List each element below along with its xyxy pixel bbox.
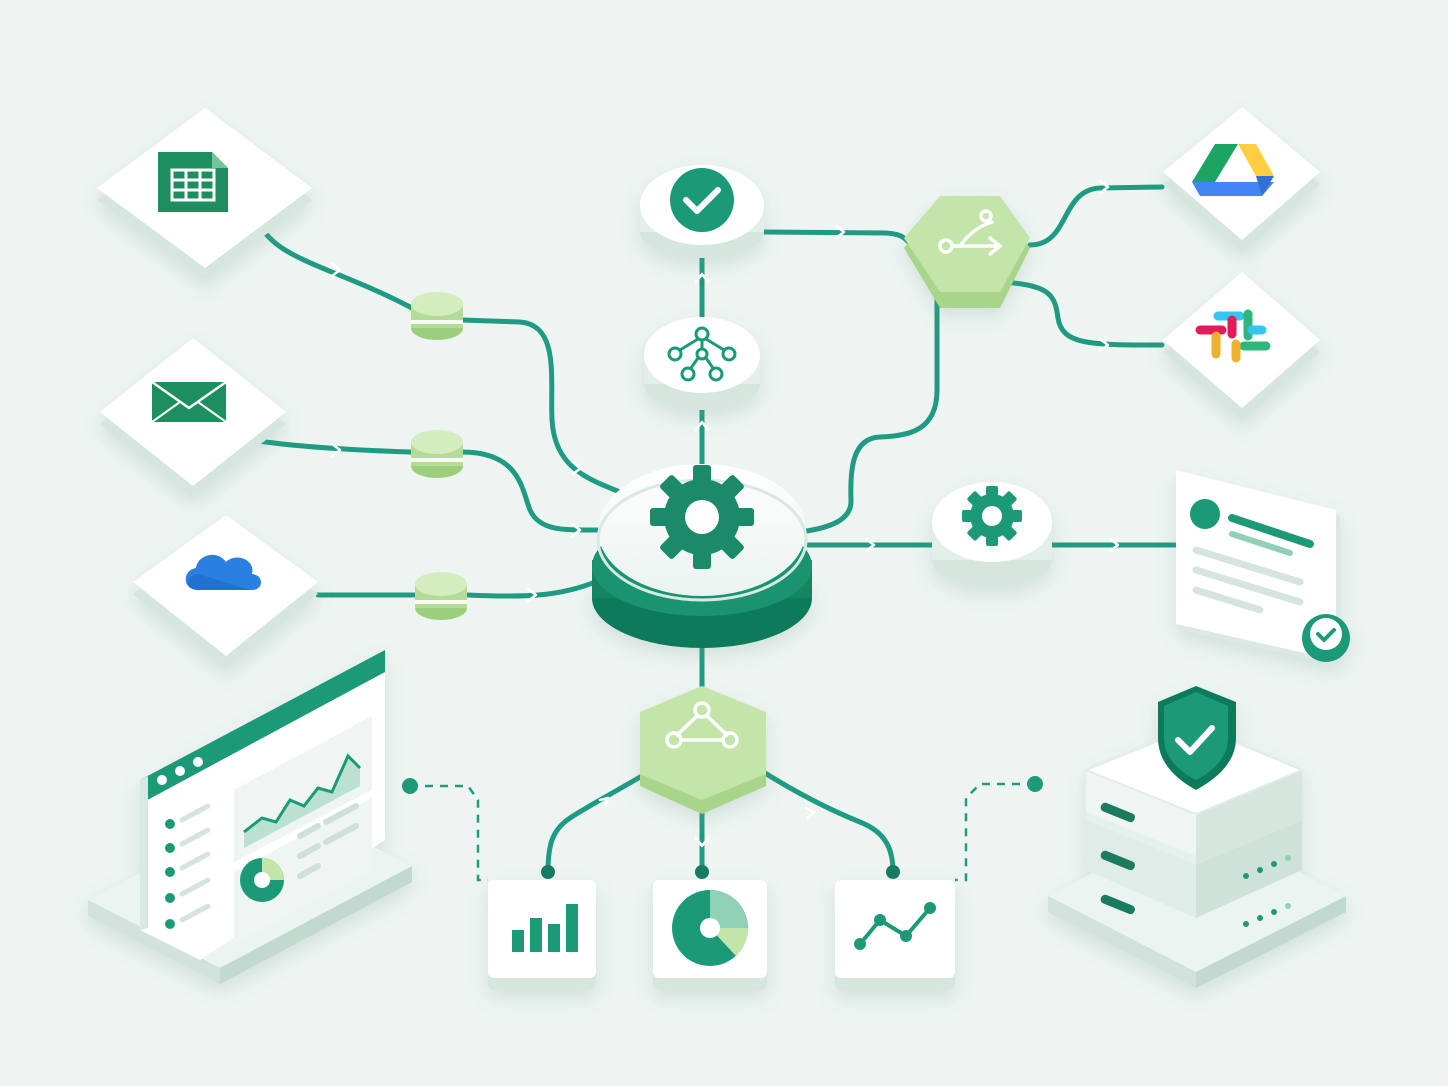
arrow-chevron	[598, 796, 610, 808]
network-graph-icon	[667, 326, 737, 382]
validate-node[interactable]	[640, 165, 764, 258]
pipe-filter2-hub	[459, 449, 608, 533]
output-tile-pie-chart[interactable]	[653, 880, 767, 990]
check-icon	[670, 168, 734, 232]
filter-node-1[interactable]	[411, 292, 463, 340]
transform-node[interactable]	[644, 317, 760, 410]
envelope-icon	[151, 380, 227, 423]
bar-chart-icon	[512, 904, 578, 952]
gear-icon	[962, 486, 1022, 546]
shield-check-icon	[1158, 686, 1236, 790]
document-card-icon	[1190, 499, 1314, 614]
connectors	[249, 184, 1178, 875]
pipe-router-slack	[999, 279, 1165, 348]
arrow-chevron	[571, 460, 583, 476]
gear-icon	[650, 465, 754, 569]
source-tile-email[interactable]	[100, 338, 286, 498]
arrow-chevron	[1098, 179, 1110, 195]
line-chart-icon	[854, 902, 936, 950]
cloud-icon	[185, 554, 261, 590]
arrow-chevron	[694, 272, 710, 284]
pipe-spreadsheet-filter	[259, 225, 415, 311]
central-hub[interactable]	[592, 464, 812, 648]
dashed-links	[410, 782, 1035, 882]
arrow-chevron	[694, 420, 710, 432]
dashboard-window-icon	[140, 650, 385, 960]
link-dot	[402, 778, 418, 794]
filter-node-2[interactable]	[411, 430, 463, 478]
fork-icon	[938, 209, 1003, 256]
arrow-chevron	[330, 442, 342, 458]
pipe-filter3-hub	[465, 575, 608, 599]
arrow-chevron	[330, 262, 342, 278]
pie-chart-icon	[672, 890, 749, 966]
pipe-router-drive	[1027, 184, 1165, 248]
source-tile-spreadsheet[interactable]	[97, 108, 312, 280]
source-tile-cloud[interactable]	[133, 515, 318, 668]
pipe-validate-router	[762, 229, 915, 248]
arrow-chevron	[694, 836, 710, 848]
splitter-node[interactable]	[640, 686, 766, 814]
destination-tile-slack[interactable]	[1163, 272, 1320, 420]
arrow-chevron	[804, 806, 816, 820]
report-card[interactable]	[1176, 470, 1350, 666]
check-badge-icon	[1302, 614, 1350, 662]
pipe-splitter-line	[757, 767, 896, 875]
pipe-router-hub	[797, 282, 940, 535]
secure-storage[interactable]	[1048, 686, 1346, 988]
filter-node-3[interactable]	[415, 572, 467, 620]
arrow-chevron	[834, 224, 846, 240]
pipe-splitter-bar	[545, 767, 655, 875]
dashed-link-dashboard	[410, 784, 488, 882]
processor-node[interactable]	[932, 482, 1052, 586]
pipe-cap	[886, 865, 900, 879]
pipe-filter1-hub	[459, 317, 633, 499]
google-drive-icon	[1192, 144, 1274, 196]
pipe-cap	[541, 865, 555, 879]
pipe-email-filter	[249, 437, 413, 455]
arrow-chevron	[1108, 537, 1120, 553]
link-dot	[1027, 776, 1043, 792]
router-node[interactable]	[904, 196, 1030, 308]
output-tile-line-chart[interactable]	[835, 880, 955, 990]
spreadsheet-icon	[158, 152, 228, 212]
dashed-link-storage	[955, 782, 1035, 882]
arrow-chevron	[864, 537, 876, 553]
arrow-chevron	[526, 587, 538, 603]
arrow-chevron	[570, 522, 582, 538]
pipe-cap	[695, 865, 709, 879]
output-tile-bar-chart[interactable]	[488, 880, 596, 990]
arrow-chevron	[1098, 337, 1110, 353]
dashboard-monitor[interactable]	[88, 650, 412, 984]
destination-tile-google-drive[interactable]	[1163, 107, 1320, 252]
tree-split-icon	[665, 701, 739, 749]
slack-icon	[1195, 309, 1271, 363]
